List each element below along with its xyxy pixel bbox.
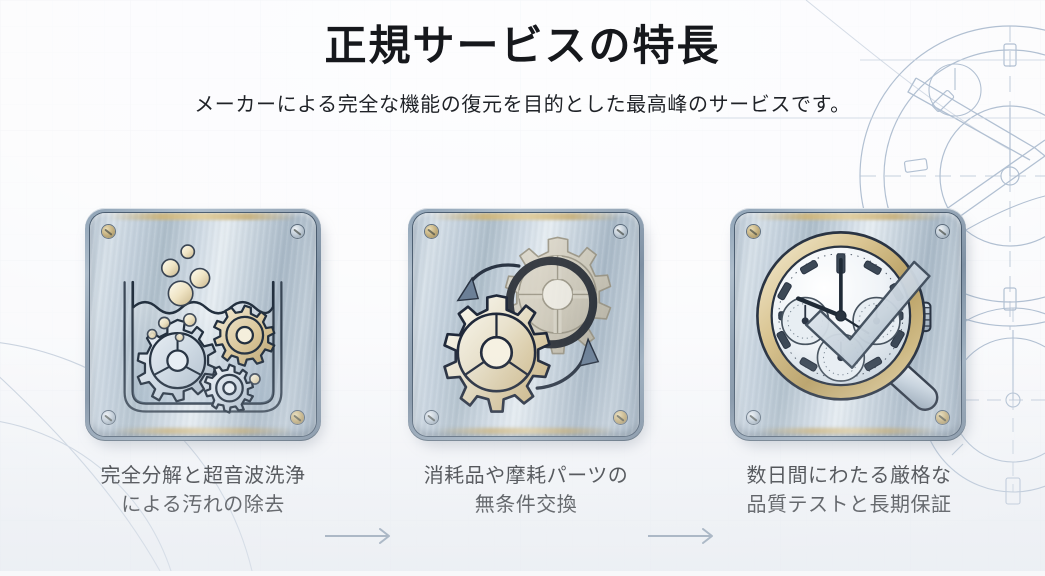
caption-line-2: による汚れの除去: [121, 494, 285, 516]
step-caption-3: 数日間にわたる厳格な 品質テストと長期保証: [699, 462, 999, 520]
screw-bottom-left: [747, 411, 760, 424]
screw-bottom-right: [291, 411, 304, 424]
arrow-right-icon: [648, 528, 713, 544]
page-subtitle: メーカーによる完全な機能の復元を目的とした最高峰のサービスです。: [194, 94, 851, 117]
caption-line-1: 完全分解と超音波洗浄: [100, 465, 306, 487]
screw-bottom-left: [425, 411, 438, 424]
screw-top-left: [747, 225, 760, 238]
screw-top-left: [425, 225, 438, 238]
step-card-2[interactable]: [408, 208, 646, 446]
screw-bottom-left: [102, 411, 115, 424]
connector-arrow-2: [648, 527, 720, 545]
plate-face: [413, 213, 639, 436]
caption-line-1: 数日間にわたる厳格な: [746, 465, 952, 487]
metal-plate: [408, 208, 644, 441]
screw-top-right: [936, 225, 949, 238]
plate-face: [90, 213, 316, 436]
connector-arrow-1: [325, 527, 397, 545]
step-card-1[interactable]: [85, 208, 323, 446]
screw-bottom-right: [936, 411, 949, 424]
plate-face: [735, 213, 961, 436]
slide-header: 正規サービスの特長 メーカーによる完全な機能の復元を目的とした最高峰のサービスで…: [0, 22, 1045, 117]
step-caption-1: 完全分解と超音波洗浄 による汚れの除去: [53, 462, 353, 520]
screw-bottom-right: [614, 411, 627, 424]
page-title: 正規サービスの特長: [324, 22, 721, 69]
step-card-3[interactable]: [730, 208, 968, 446]
screw-top-right: [614, 225, 627, 238]
caption-line-1: 消耗品や摩耗パーツの: [423, 465, 629, 487]
arrow-right-icon: [325, 528, 390, 544]
screw-top-left: [102, 225, 115, 238]
caption-line-2: 無条件交換: [474, 494, 578, 516]
ultrasonic-cleaning-icon: [90, 213, 316, 436]
process-steps: [0, 208, 1045, 544]
watch-inspection-icon: [735, 213, 961, 436]
screw-top-right: [291, 225, 304, 238]
caption-line-2: 品質テストと長期保証: [746, 494, 952, 516]
step-caption-2: 消耗品や摩耗パーツの 無条件交換: [376, 462, 676, 520]
gear-replacement-icon: [413, 213, 639, 436]
metal-plate: [85, 208, 321, 441]
metal-plate: [730, 208, 966, 441]
